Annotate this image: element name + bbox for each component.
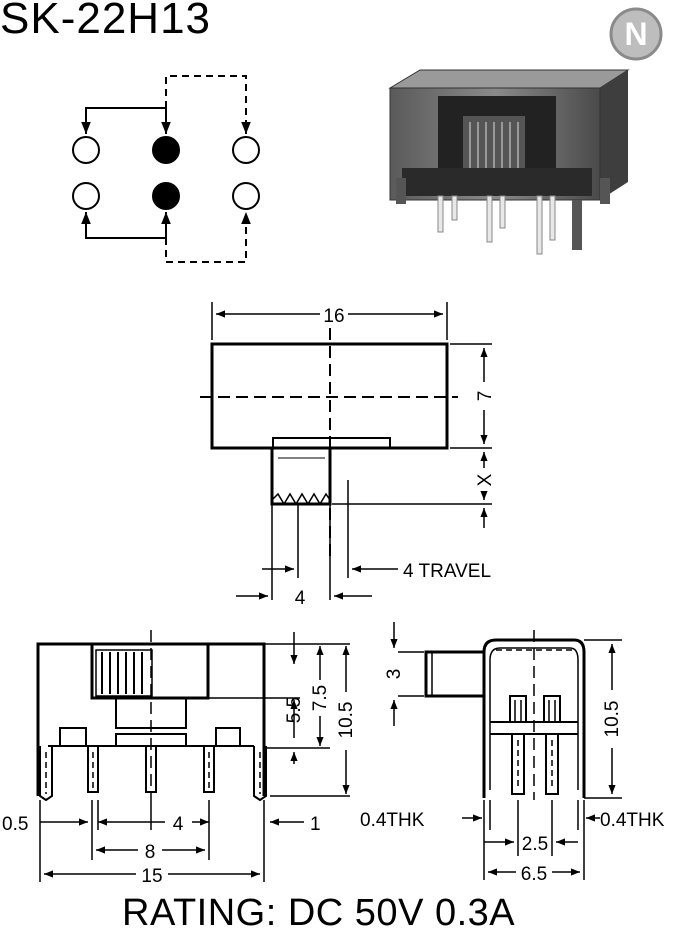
dim-top-height: 7 xyxy=(475,391,496,402)
dim-front-h3: 10.5 xyxy=(336,702,357,739)
dim-side-pitch: 2.5 xyxy=(522,834,548,855)
brand-logo-icon: N xyxy=(609,7,663,61)
dim-side-actuator: 3 xyxy=(384,669,405,680)
dim-front-h2: 7.5 xyxy=(310,685,331,711)
dim-thk-left: 0.4THK xyxy=(360,810,425,831)
dim-thk-right: 0.4THK xyxy=(600,810,665,831)
dim-travel: 4 TRAVEL xyxy=(403,561,491,582)
top-view xyxy=(200,302,492,600)
contact-pin xyxy=(152,136,180,164)
dim-side-total: 6.5 xyxy=(521,864,547,885)
dim-front-pitch-small: 0.5 xyxy=(2,814,28,835)
dim-side-height: 10.5 xyxy=(602,701,623,738)
logo-letter: N xyxy=(624,16,647,52)
dim-top-width: 16 xyxy=(323,306,344,327)
rating-text: RATING: DC 50V 0.3A xyxy=(122,892,516,934)
contact-pin xyxy=(152,182,180,210)
dim-front-pitch: 4 xyxy=(173,814,184,835)
dim-top-x: X xyxy=(475,473,496,486)
contact-pin xyxy=(72,182,100,210)
dim-actuator-width: 4 xyxy=(295,588,306,609)
dim-front-right: 1 xyxy=(310,814,321,835)
front-view xyxy=(36,630,350,882)
contact-pin xyxy=(232,136,260,164)
dim-front-total: 15 xyxy=(141,866,162,887)
contact-pin xyxy=(232,182,260,210)
part-number-title: SK-22H13 xyxy=(0,0,212,43)
dim-front-span: 8 xyxy=(145,842,156,863)
side-view xyxy=(390,622,622,880)
contact-pin xyxy=(72,136,100,164)
circuit-schematic xyxy=(72,75,260,263)
product-image xyxy=(388,69,630,255)
dim-front-h1: 5.5 xyxy=(284,697,305,723)
